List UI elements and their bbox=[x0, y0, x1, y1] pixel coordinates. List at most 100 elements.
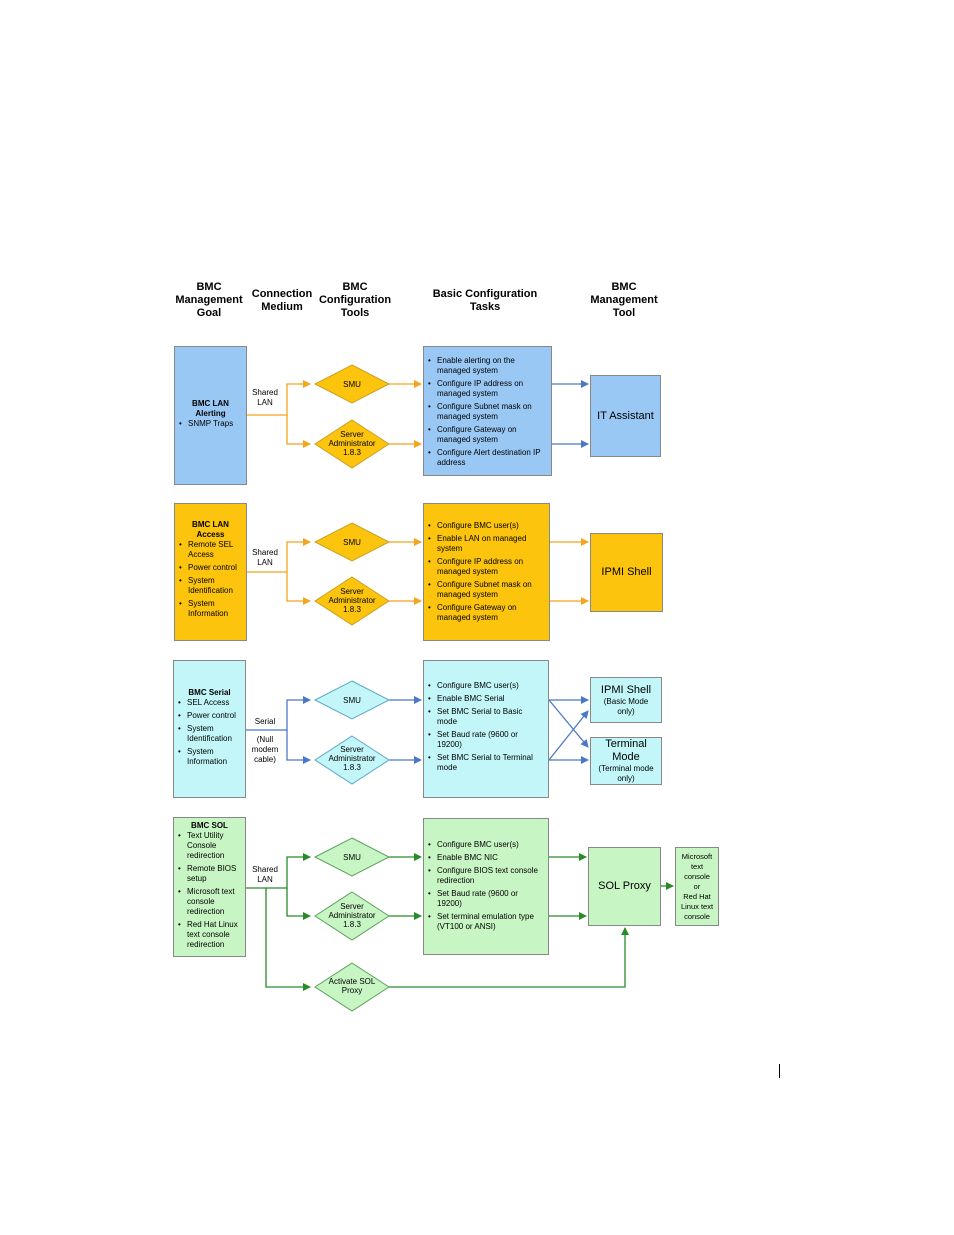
row3-task-list: Configure BMC user(s) Enable BMC Serial … bbox=[427, 681, 544, 773]
header-medium: Connection Medium bbox=[251, 288, 313, 313]
list-item: Configure BIOS text console redirection bbox=[427, 866, 544, 886]
row3-medium-note: (Null modem cable) bbox=[251, 735, 279, 764]
row1-tool-connectors bbox=[552, 380, 589, 448]
row1-goal-box: BMC LAN Alerting SNMP Traps bbox=[174, 346, 247, 485]
list-item: Enable BMC Serial bbox=[427, 694, 544, 704]
header-tools: BMC Configuration Tools bbox=[318, 281, 392, 319]
list-item: System Information bbox=[178, 599, 243, 619]
row1-goal-title: BMC LAN Alerting bbox=[192, 399, 229, 418]
row1-mgmt-tool-title: IT Assistant bbox=[597, 409, 654, 422]
row2-smu-diamond bbox=[313, 522, 391, 562]
row2-mgmt-tool-box: IPMI Shell bbox=[590, 533, 663, 612]
row3-goal-box: BMC Serial SEL Access Power control Syst… bbox=[173, 660, 246, 798]
header-mgmt-tool: BMC Management Tool bbox=[590, 281, 658, 319]
list-item: Enable BMC NIC bbox=[427, 853, 544, 863]
row1-medium-label: Shared LAN bbox=[252, 388, 278, 407]
row2-server-admin-diamond bbox=[314, 576, 390, 626]
row4-console-box: Microsoft text console or Red Hat Linux … bbox=[675, 847, 719, 926]
row4-smu-label: SMU bbox=[343, 853, 361, 862]
row2-goal-box: BMC LAN Access Remote SEL Access Power c… bbox=[174, 503, 247, 641]
row4-mgmt-tool-box: SOL Proxy bbox=[588, 847, 661, 926]
list-item: Enable alerting on the managed system bbox=[427, 356, 547, 376]
list-item: Set BMC Serial to Basic mode bbox=[427, 707, 544, 727]
list-item: Set Baud rate (9600 or 19200) bbox=[427, 889, 544, 909]
row3-goal-list: SEL Access Power control System Identifi… bbox=[177, 698, 242, 767]
list-item: System Identification bbox=[178, 576, 243, 596]
list-item: Power control bbox=[177, 711, 242, 721]
row2-mgmt-tool-title: IPMI Shell bbox=[601, 566, 652, 578]
row3-smu-diamond bbox=[313, 680, 391, 720]
row3-goal-title: BMC Serial bbox=[188, 688, 231, 697]
list-item: Configure Subnet mask on managed system bbox=[427, 580, 545, 600]
row3-ipmi-title: IPMI Shell bbox=[600, 683, 652, 696]
row3-medium-label: Serial bbox=[254, 717, 276, 726]
row1-mgmt-tool-box: IT Assistant bbox=[590, 375, 661, 457]
list-item: Text Utility Console redirection bbox=[177, 831, 242, 861]
row4-goal-title: BMC SOL bbox=[191, 821, 228, 830]
row4-smu-diamond bbox=[313, 837, 391, 877]
row1-goal-list: SNMP Traps bbox=[178, 419, 243, 429]
row3-tasks-box: Configure BMC user(s) Enable BMC Serial … bbox=[423, 660, 549, 798]
row1-smu-label: SMU bbox=[343, 380, 361, 389]
list-item: SNMP Traps bbox=[178, 419, 243, 429]
list-item: Configure Gateway on managed system bbox=[427, 603, 545, 623]
row4-goal-list: Text Utility Console redirection Remote … bbox=[177, 831, 242, 950]
list-item: Configure Subnet mask on managed system bbox=[427, 402, 547, 422]
row3-mgmt-tool-box-terminal: Terminal Mode (Terminal mode only) bbox=[590, 737, 662, 785]
header-goal: BMC Management Goal bbox=[175, 281, 243, 319]
row2-goal-title: BMC LAN Access bbox=[192, 520, 229, 539]
row3-server-admin-diamond bbox=[314, 735, 390, 785]
list-item: System Identification bbox=[177, 724, 242, 744]
row3-mgmt-tool-box-ipmi: IPMI Shell (Basic Mode only) bbox=[590, 677, 662, 723]
row4-activate-sol-diamond bbox=[314, 962, 390, 1012]
row3-smu-label: SMU bbox=[343, 696, 361, 705]
list-item: Enable LAN on managed system bbox=[427, 534, 545, 554]
row4-server-admin-diamond bbox=[314, 891, 390, 941]
list-item: Power control bbox=[178, 563, 243, 573]
row2-goal-list: Remote SEL Access Power control System I… bbox=[178, 540, 243, 619]
row4-tasks-box: Configure BMC user(s) Enable BMC NIC Con… bbox=[423, 818, 549, 955]
list-item: Microsoft text console redirection bbox=[177, 887, 242, 917]
row2-tasks-box: Configure BMC user(s) Enable LAN on mana… bbox=[423, 503, 550, 641]
row1-server-admin-diamond bbox=[314, 419, 390, 469]
list-item: SEL Access bbox=[177, 698, 242, 708]
row1-tasks-box: Enable alerting on the managed system Co… bbox=[423, 346, 552, 476]
row1-connectors bbox=[247, 380, 422, 448]
list-item: System Information bbox=[177, 747, 242, 767]
list-item: Configure BMC user(s) bbox=[427, 521, 545, 531]
list-item: Remote BIOS setup bbox=[177, 864, 242, 884]
row4-mgmt-tool-title: SOL Proxy bbox=[598, 880, 651, 892]
list-item: Configure BMC user(s) bbox=[427, 840, 544, 850]
row3-terminal-sub: (Terminal mode only) bbox=[598, 764, 654, 783]
row1-smu-diamond bbox=[313, 364, 391, 404]
header-tasks: Basic Configuration Tasks bbox=[432, 288, 538, 313]
list-item: Set terminal emulation type (VT100 or AN… bbox=[427, 912, 544, 932]
row4-connectors bbox=[246, 853, 674, 991]
list-item: Configure IP address on managed system bbox=[427, 557, 545, 577]
list-item: Remote SEL Access bbox=[178, 540, 243, 560]
page-margin-mark bbox=[779, 1064, 780, 1078]
row4-console-label: Microsoft text console or Red Hat Linux … bbox=[680, 851, 714, 921]
list-item: Set Baud rate (9600 or 19200) bbox=[427, 730, 544, 750]
row2-connectors bbox=[247, 538, 589, 605]
list-item: Configure Alert destination IP address bbox=[427, 448, 547, 468]
list-item: Configure IP address on managed system bbox=[427, 379, 547, 399]
row4-medium-label: Shared LAN bbox=[252, 865, 278, 884]
row2-task-list: Configure BMC user(s) Enable LAN on mana… bbox=[427, 521, 545, 623]
list-item: Configure BMC user(s) bbox=[427, 681, 544, 691]
list-item: Set BMC Serial to Terminal mode bbox=[427, 753, 544, 773]
row4-task-list: Configure BMC user(s) Enable BMC NIC Con… bbox=[427, 840, 544, 932]
row3-connectors bbox=[246, 696, 589, 764]
list-item: Red Hat Linux text console redirection bbox=[177, 920, 242, 950]
row4-goal-box: BMC SOL Text Utility Console redirection… bbox=[173, 817, 246, 957]
row2-medium-label: Shared LAN bbox=[252, 548, 278, 567]
list-item: Configure Gateway on managed system bbox=[427, 425, 547, 445]
row3-terminal-title: Terminal Mode bbox=[605, 738, 647, 763]
row3-ipmi-sub: (Basic Mode only) bbox=[603, 696, 649, 716]
